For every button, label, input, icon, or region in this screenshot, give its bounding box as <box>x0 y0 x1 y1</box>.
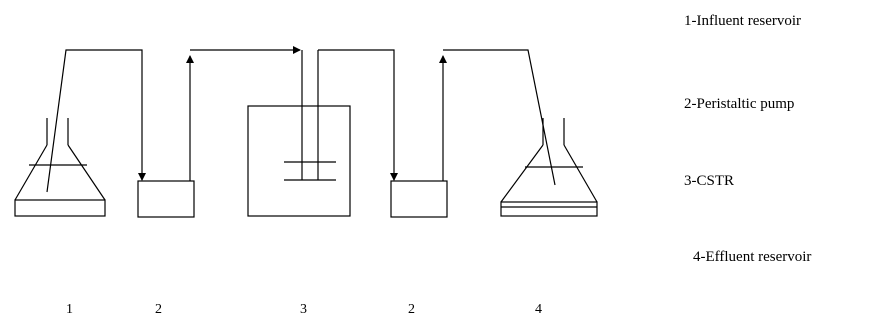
unit-label-influent-reservoir: 1 <box>66 302 73 317</box>
effluent-reservoir-flask <box>500 118 598 217</box>
tube-pump-to-effluent-top <box>443 49 556 186</box>
influent-reservoir-flask <box>14 118 106 217</box>
tube-cstr-to-pump <box>318 49 398 181</box>
peristaltic-pump-1 <box>137 180 195 218</box>
unit-label-pump-2: 2 <box>408 302 415 317</box>
legend-cstr: 3-CSTR <box>684 173 735 189</box>
legend-influent-reservoir: 1-Influent reservoir <box>684 13 802 29</box>
peristaltic-pump-2 <box>390 180 448 218</box>
cstr-vessel <box>247 50 351 217</box>
legend-effluent-reservoir: 4-Effluent reservoir <box>693 249 812 265</box>
unit-label-pump-1: 2 <box>155 302 162 317</box>
legend-peristaltic-pump: 2-Peristaltic pump <box>684 96 795 112</box>
unit-label-cstr: 3 <box>300 302 307 317</box>
unit-label-effluent-reservoir: 4 <box>535 302 542 317</box>
tube-influent-to-pump <box>46 49 146 193</box>
